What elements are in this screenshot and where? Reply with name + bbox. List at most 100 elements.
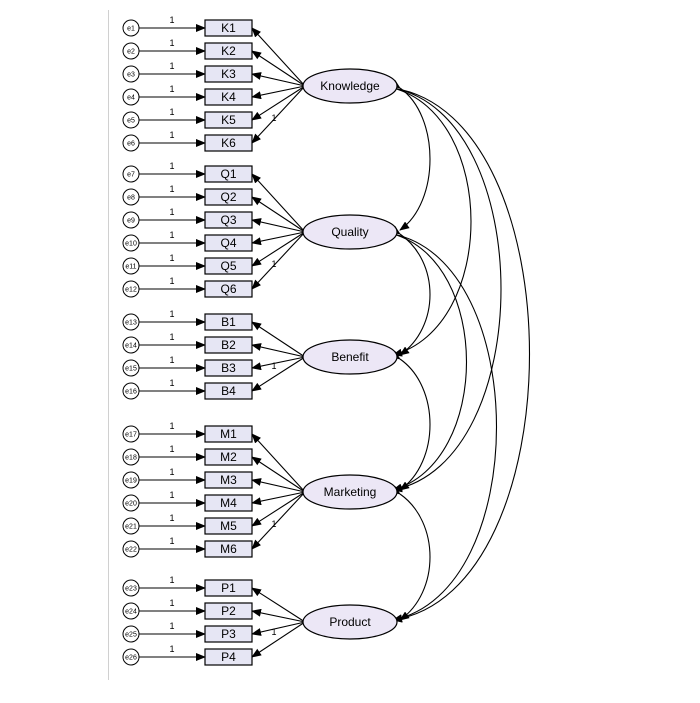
- indicator-k6-label: K6: [221, 136, 236, 150]
- indicator-q6-box: [204, 280, 253, 298]
- indicator-q2-loading-arrow: [251, 196, 306, 233]
- indicator-p1-loading-arrow: [251, 587, 306, 623]
- indicator-m6-error-path-label: 1: [169, 536, 174, 546]
- factor-marketing-label: Marketing: [324, 485, 377, 499]
- indicator-p2-box: [204, 602, 253, 620]
- indicator-q1-box: [204, 165, 253, 183]
- indicator-m6-box: [204, 540, 253, 558]
- indicator-b2-error-path-label: 1: [169, 332, 174, 342]
- indicator-p4-box: [204, 648, 253, 666]
- indicator-q5-loading-arrow: [251, 231, 306, 267]
- indicator-b3-error-circle: [122, 359, 140, 377]
- indicator-b3-loading-arrow: [251, 356, 306, 371]
- covariance-curve-quality-benefit: [390, 225, 431, 356]
- indicator-k1-error-path-label: 1: [169, 15, 174, 25]
- indicator-q1-loading-arrow: [251, 173, 306, 233]
- indicator-p1-box: [204, 579, 253, 597]
- indicator-q5-error-label: e11: [125, 264, 136, 271]
- indicator-k6-loading-arrow: [251, 85, 306, 144]
- factor-quality-ellipse: [302, 214, 398, 250]
- indicator-q5-loading-label: 1: [271, 259, 276, 269]
- indicator-q6-loading-arrow: [251, 231, 306, 290]
- indicator-p3-label: P3: [221, 627, 236, 641]
- indicator-q2-box: [204, 188, 253, 206]
- indicator-p3-error-circle: [122, 625, 140, 643]
- indicator-q1-error-label: e7: [127, 172, 135, 179]
- indicator-p4-error-label: e26: [125, 655, 137, 662]
- indicator-q6-label: Q6: [220, 282, 236, 296]
- indicator-m1-error-path-label: 1: [169, 421, 174, 431]
- indicator-b1-label: B1: [221, 315, 236, 329]
- indicator-k3-box: [204, 65, 253, 83]
- indicator-p4-label: P4: [221, 650, 236, 664]
- indicator-m5-loading-label: 1: [271, 519, 276, 529]
- indicator-p3-loading-arrow: [251, 621, 306, 636]
- indicator-k3-error-label: e3: [127, 72, 135, 79]
- indicator-k2-error-path-label: 1: [169, 38, 174, 48]
- indicator-k5-label: K5: [221, 113, 236, 127]
- indicator-k5-loading-arrow: [251, 85, 306, 121]
- indicator-k3-loading-arrow: [251, 72, 306, 87]
- indicator-k6-error-circle: [122, 134, 140, 152]
- indicator-m3-label: M3: [220, 473, 237, 487]
- indicator-m4-label: M4: [220, 496, 237, 510]
- covariance-curve-quality-product: [383, 228, 497, 623]
- indicator-k1-error-circle: [122, 19, 140, 37]
- indicator-b3-label: B3: [221, 361, 236, 375]
- covariance-curve-quality-marketing: [383, 227, 467, 492]
- indicator-m2-box: [204, 448, 253, 466]
- indicator-m1-error-label: e17: [125, 432, 137, 439]
- indicator-m5-error-label: e21: [125, 524, 137, 531]
- indicator-m3-box: [204, 471, 253, 489]
- indicator-k6-box: [204, 134, 253, 152]
- indicator-k4-error-circle: [122, 88, 140, 106]
- covariance-curve-knowledge-benefit: [383, 81, 472, 357]
- indicator-p3-error-path-label: 1: [169, 621, 174, 631]
- indicator-m1-box: [204, 425, 253, 443]
- indicator-m6-error-circle: [122, 540, 140, 558]
- factor-quality-label: Quality: [331, 225, 368, 239]
- indicator-p4-error-circle: [122, 648, 140, 666]
- indicator-q6-error-circle: [122, 280, 140, 298]
- covariance-curve-marketing-product: [390, 485, 431, 621]
- indicator-q1-label: Q1: [220, 167, 236, 181]
- indicator-k1-loading-arrow: [251, 27, 306, 87]
- indicator-q5-box: [204, 257, 253, 275]
- indicator-b3-error-path-label: 1: [169, 355, 174, 365]
- indicator-q2-error-circle: [122, 188, 140, 206]
- factor-product-ellipse: [302, 604, 398, 640]
- indicator-b1-loading-arrow: [251, 321, 306, 358]
- indicator-p3-error-label: e25: [125, 632, 137, 639]
- indicator-k2-loading-arrow: [251, 50, 306, 87]
- indicator-q2-label: Q2: [220, 190, 236, 204]
- indicator-m3-error-circle: [122, 471, 140, 489]
- indicator-q4-label: Q4: [220, 236, 236, 250]
- indicator-m5-error-circle: [122, 517, 140, 535]
- indicator-m1-error-circle: [122, 425, 140, 443]
- indicator-q1-error-path-label: 1: [169, 161, 174, 171]
- indicator-m3-error-path-label: 1: [169, 467, 174, 477]
- indicator-p1-error-label: e23: [125, 586, 137, 593]
- indicator-p2-error-label: e24: [125, 609, 137, 616]
- indicator-m2-loading-arrow: [251, 456, 306, 493]
- indicator-q6-error-label: e12: [125, 287, 137, 294]
- indicator-m1-loading-arrow: [251, 433, 306, 493]
- indicator-m2-error-circle: [122, 448, 140, 466]
- indicator-k3-error-circle: [122, 65, 140, 83]
- indicator-m4-box: [204, 494, 253, 512]
- indicator-b4-error-path-label: 1: [169, 378, 174, 388]
- indicator-p2-label: P2: [221, 604, 236, 618]
- indicator-k6-error-path-label: 1: [169, 130, 174, 140]
- indicator-q3-box: [204, 211, 253, 229]
- indicator-b1-box: [204, 313, 253, 331]
- indicator-p3-loading-label: 1: [271, 627, 276, 637]
- indicator-k2-label: K2: [221, 44, 236, 58]
- factor-knowledge-label: Knowledge: [320, 79, 380, 93]
- indicator-b3-error-label: e15: [125, 366, 137, 373]
- indicator-q5-error-circle: [122, 257, 140, 275]
- indicator-q3-label: Q3: [220, 213, 236, 227]
- indicator-k5-error-path-label: 1: [169, 107, 174, 117]
- indicator-k4-box: [204, 88, 253, 106]
